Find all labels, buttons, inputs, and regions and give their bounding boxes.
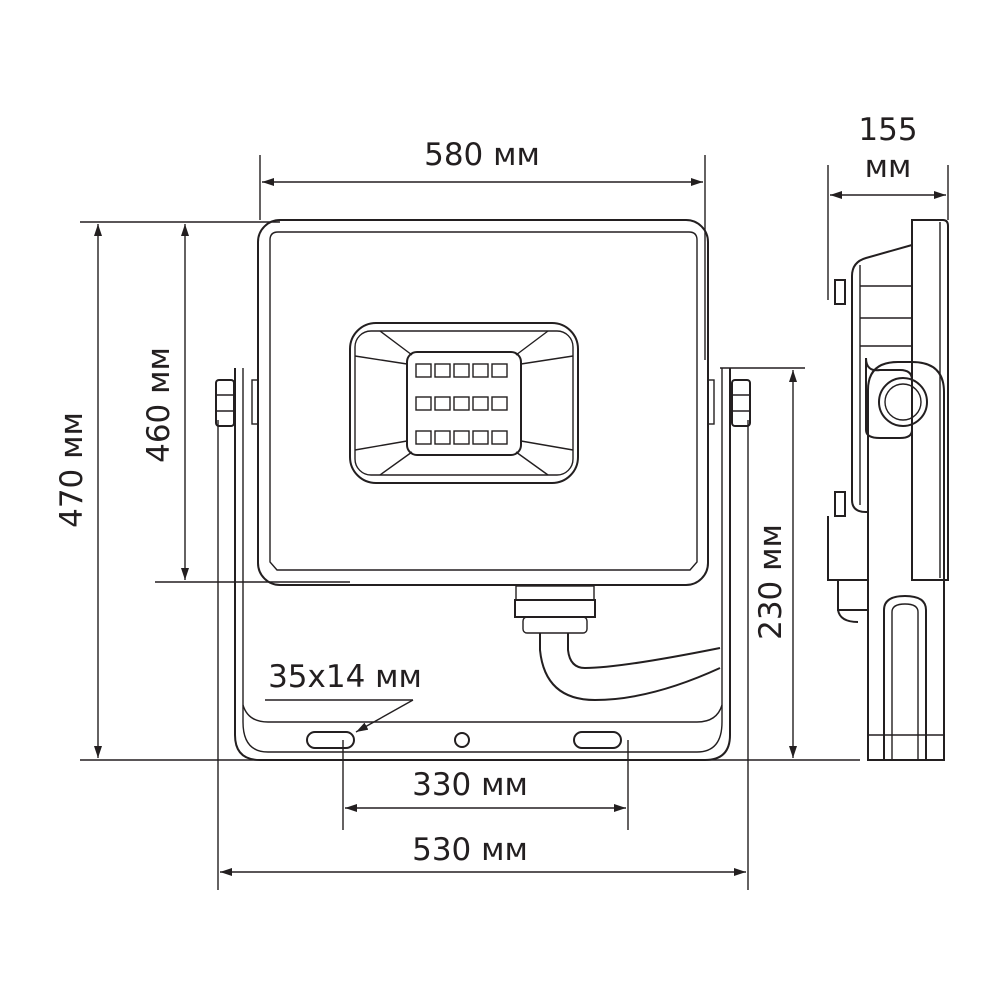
led-chip [453, 363, 470, 378]
led-chip [472, 430, 489, 445]
led-chip [491, 430, 508, 445]
label-bracket-width-530: 530 мм [412, 832, 528, 868]
led-chip [453, 430, 470, 445]
mounting-slot-left [306, 731, 355, 749]
label-height-460: 460 мм [141, 347, 177, 463]
label-slot-size: 35x14 мм [268, 659, 422, 695]
front-view [215, 219, 751, 761]
mounting-bracket [234, 368, 731, 761]
led-chip [434, 363, 451, 378]
mounting-slot-right [573, 731, 622, 749]
led-chip [434, 430, 451, 445]
label-depth-155-value: 155 [858, 112, 917, 148]
mounting-hole [454, 732, 470, 748]
label-depth-155-unit: мм [865, 149, 912, 185]
side-view [827, 219, 949, 761]
label-bracket-230: 230 мм [753, 524, 789, 640]
bracket-bolt-left [215, 379, 259, 427]
floodlight-housing [257, 219, 709, 586]
led-chip [491, 363, 508, 378]
led-chip [415, 363, 432, 378]
led-chip [415, 430, 432, 445]
led-chip [472, 363, 489, 378]
dimension-lines [80, 155, 949, 890]
label-height-470: 470 мм [54, 412, 90, 528]
dimension-labels: 580 мм 155 мм 470 мм 460 мм 230 мм 35x14… [54, 112, 918, 868]
led-chip [491, 396, 508, 411]
led-chip [434, 396, 451, 411]
label-width-580: 580 мм [424, 137, 540, 173]
led-chip [453, 396, 470, 411]
led-chip [472, 396, 489, 411]
label-slot-spacing-330: 330 мм [412, 767, 528, 803]
led-lens [349, 322, 579, 484]
cable-gland [514, 585, 721, 702]
led-chip [415, 396, 432, 411]
